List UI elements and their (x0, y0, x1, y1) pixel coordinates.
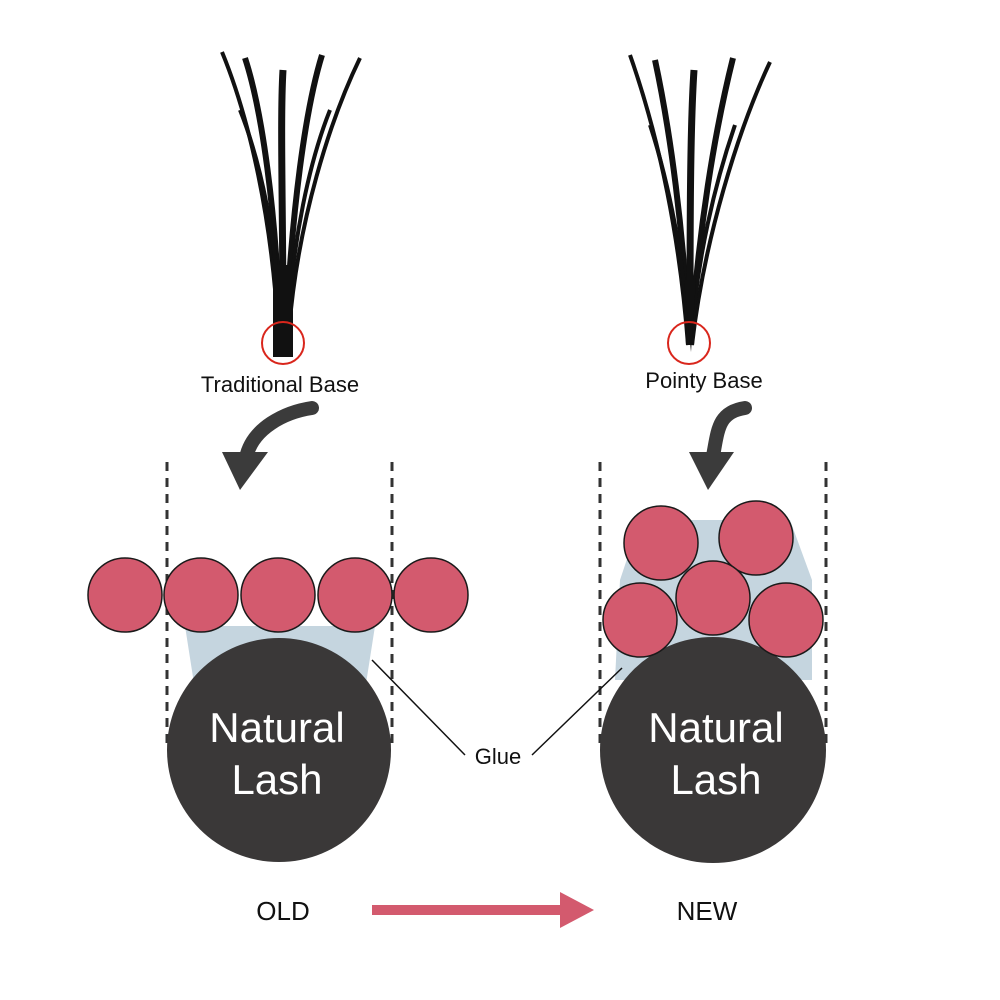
traditional-base-highlight (261, 321, 305, 365)
progress-arrow-icon (372, 892, 594, 928)
natural-lash-left (167, 638, 391, 862)
fiber-circle (748, 582, 824, 658)
pointy-base-label: Pointy Base (645, 368, 762, 393)
traditional-base-label: Traditional Base (201, 372, 359, 397)
traditional-fan-icon (220, 51, 362, 357)
fiber-circle (393, 557, 469, 633)
fiber-cluster-right (602, 500, 824, 658)
glue-pointer-left (371, 659, 466, 756)
fiber-circle (623, 505, 699, 581)
old-caption: OLD (256, 896, 309, 926)
pointy-base-highlight (667, 321, 711, 365)
natural-lash-right-line1: Natural (648, 704, 783, 751)
natural-lash-right-line2: Lash (670, 756, 761, 803)
new-caption: NEW (677, 896, 738, 926)
fiber-circle (163, 557, 239, 633)
fiber-circle (317, 557, 393, 633)
curved-arrow-right-icon (689, 401, 752, 490)
fiber-circle (718, 500, 794, 576)
curved-arrow-left-icon (222, 401, 319, 490)
glue-pointer-right (531, 667, 623, 756)
fiber-row-left (87, 557, 469, 633)
natural-lash-left-line1: Natural (209, 704, 344, 751)
fiber-circle (675, 560, 751, 636)
fiber-circle (240, 557, 316, 633)
glue-label: Glue (475, 744, 521, 769)
pointy-fan-icon (628, 54, 772, 352)
fiber-circle (87, 557, 163, 633)
fiber-circle (602, 582, 678, 658)
natural-lash-right (600, 637, 826, 863)
natural-lash-left-line2: Lash (231, 756, 322, 803)
